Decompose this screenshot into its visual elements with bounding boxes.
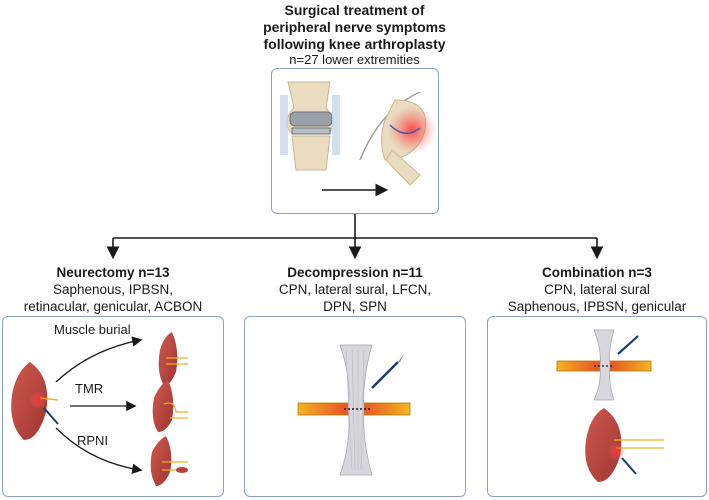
- combination-nerves-2: Saphenous, IPBSN, genicular: [507, 299, 687, 314]
- neurectomy-heading: Neurectomy n=13 Saphenous, IPBSN, retina…: [0, 264, 226, 315]
- flow-connectors: [106, 214, 604, 260]
- decompression-illustration: [297, 344, 411, 476]
- scalpel-icon: [43, 407, 59, 425]
- title-line-1: Surgical treatment of: [284, 2, 425, 18]
- combination-heading: Combination n=3 CPN, lateral sural Saphe…: [484, 264, 709, 315]
- technique-tmr: TMR: [75, 381, 104, 396]
- decompression-nerves-1: CPN, lateral sural, LFCN,: [278, 282, 432, 297]
- knee-arthroplasty-illustration: [280, 81, 436, 197]
- decompression-heading: Decompression n=11 CPN, lateral sural, L…: [244, 264, 466, 315]
- combination-title: Combination n=3: [542, 265, 652, 280]
- combination-nerves-1: CPN, lateral sural: [544, 282, 650, 297]
- neurectomy-nerves-1: Saphenous, IPBSN,: [52, 282, 174, 297]
- technique-rpni: RPNI: [77, 433, 109, 448]
- cohort-count: n=27 lower extremities: [289, 52, 420, 67]
- fascia-band-icon: [339, 344, 373, 476]
- neurectomy-illustration: [11, 332, 188, 486]
- decompression-title: Decompression n=11: [287, 265, 423, 280]
- title-line-2: peripheral nerve symptoms: [263, 19, 446, 35]
- neurectomy-title: Neurectomy n=13: [56, 265, 170, 280]
- title-line-3: following knee arthroplasty: [263, 36, 446, 52]
- technique-muscle-burial: Muscle burial: [54, 322, 131, 337]
- neurectomy-nerves-2: retinacular, genicular, ACBON: [23, 299, 203, 314]
- diagram-title: Surgical treatment of peripheral nerve s…: [200, 2, 509, 53]
- combination-illustration: [556, 329, 664, 482]
- scalpel-icon: [371, 361, 399, 389]
- decompression-nerves-2: DPN, SPN: [323, 299, 387, 314]
